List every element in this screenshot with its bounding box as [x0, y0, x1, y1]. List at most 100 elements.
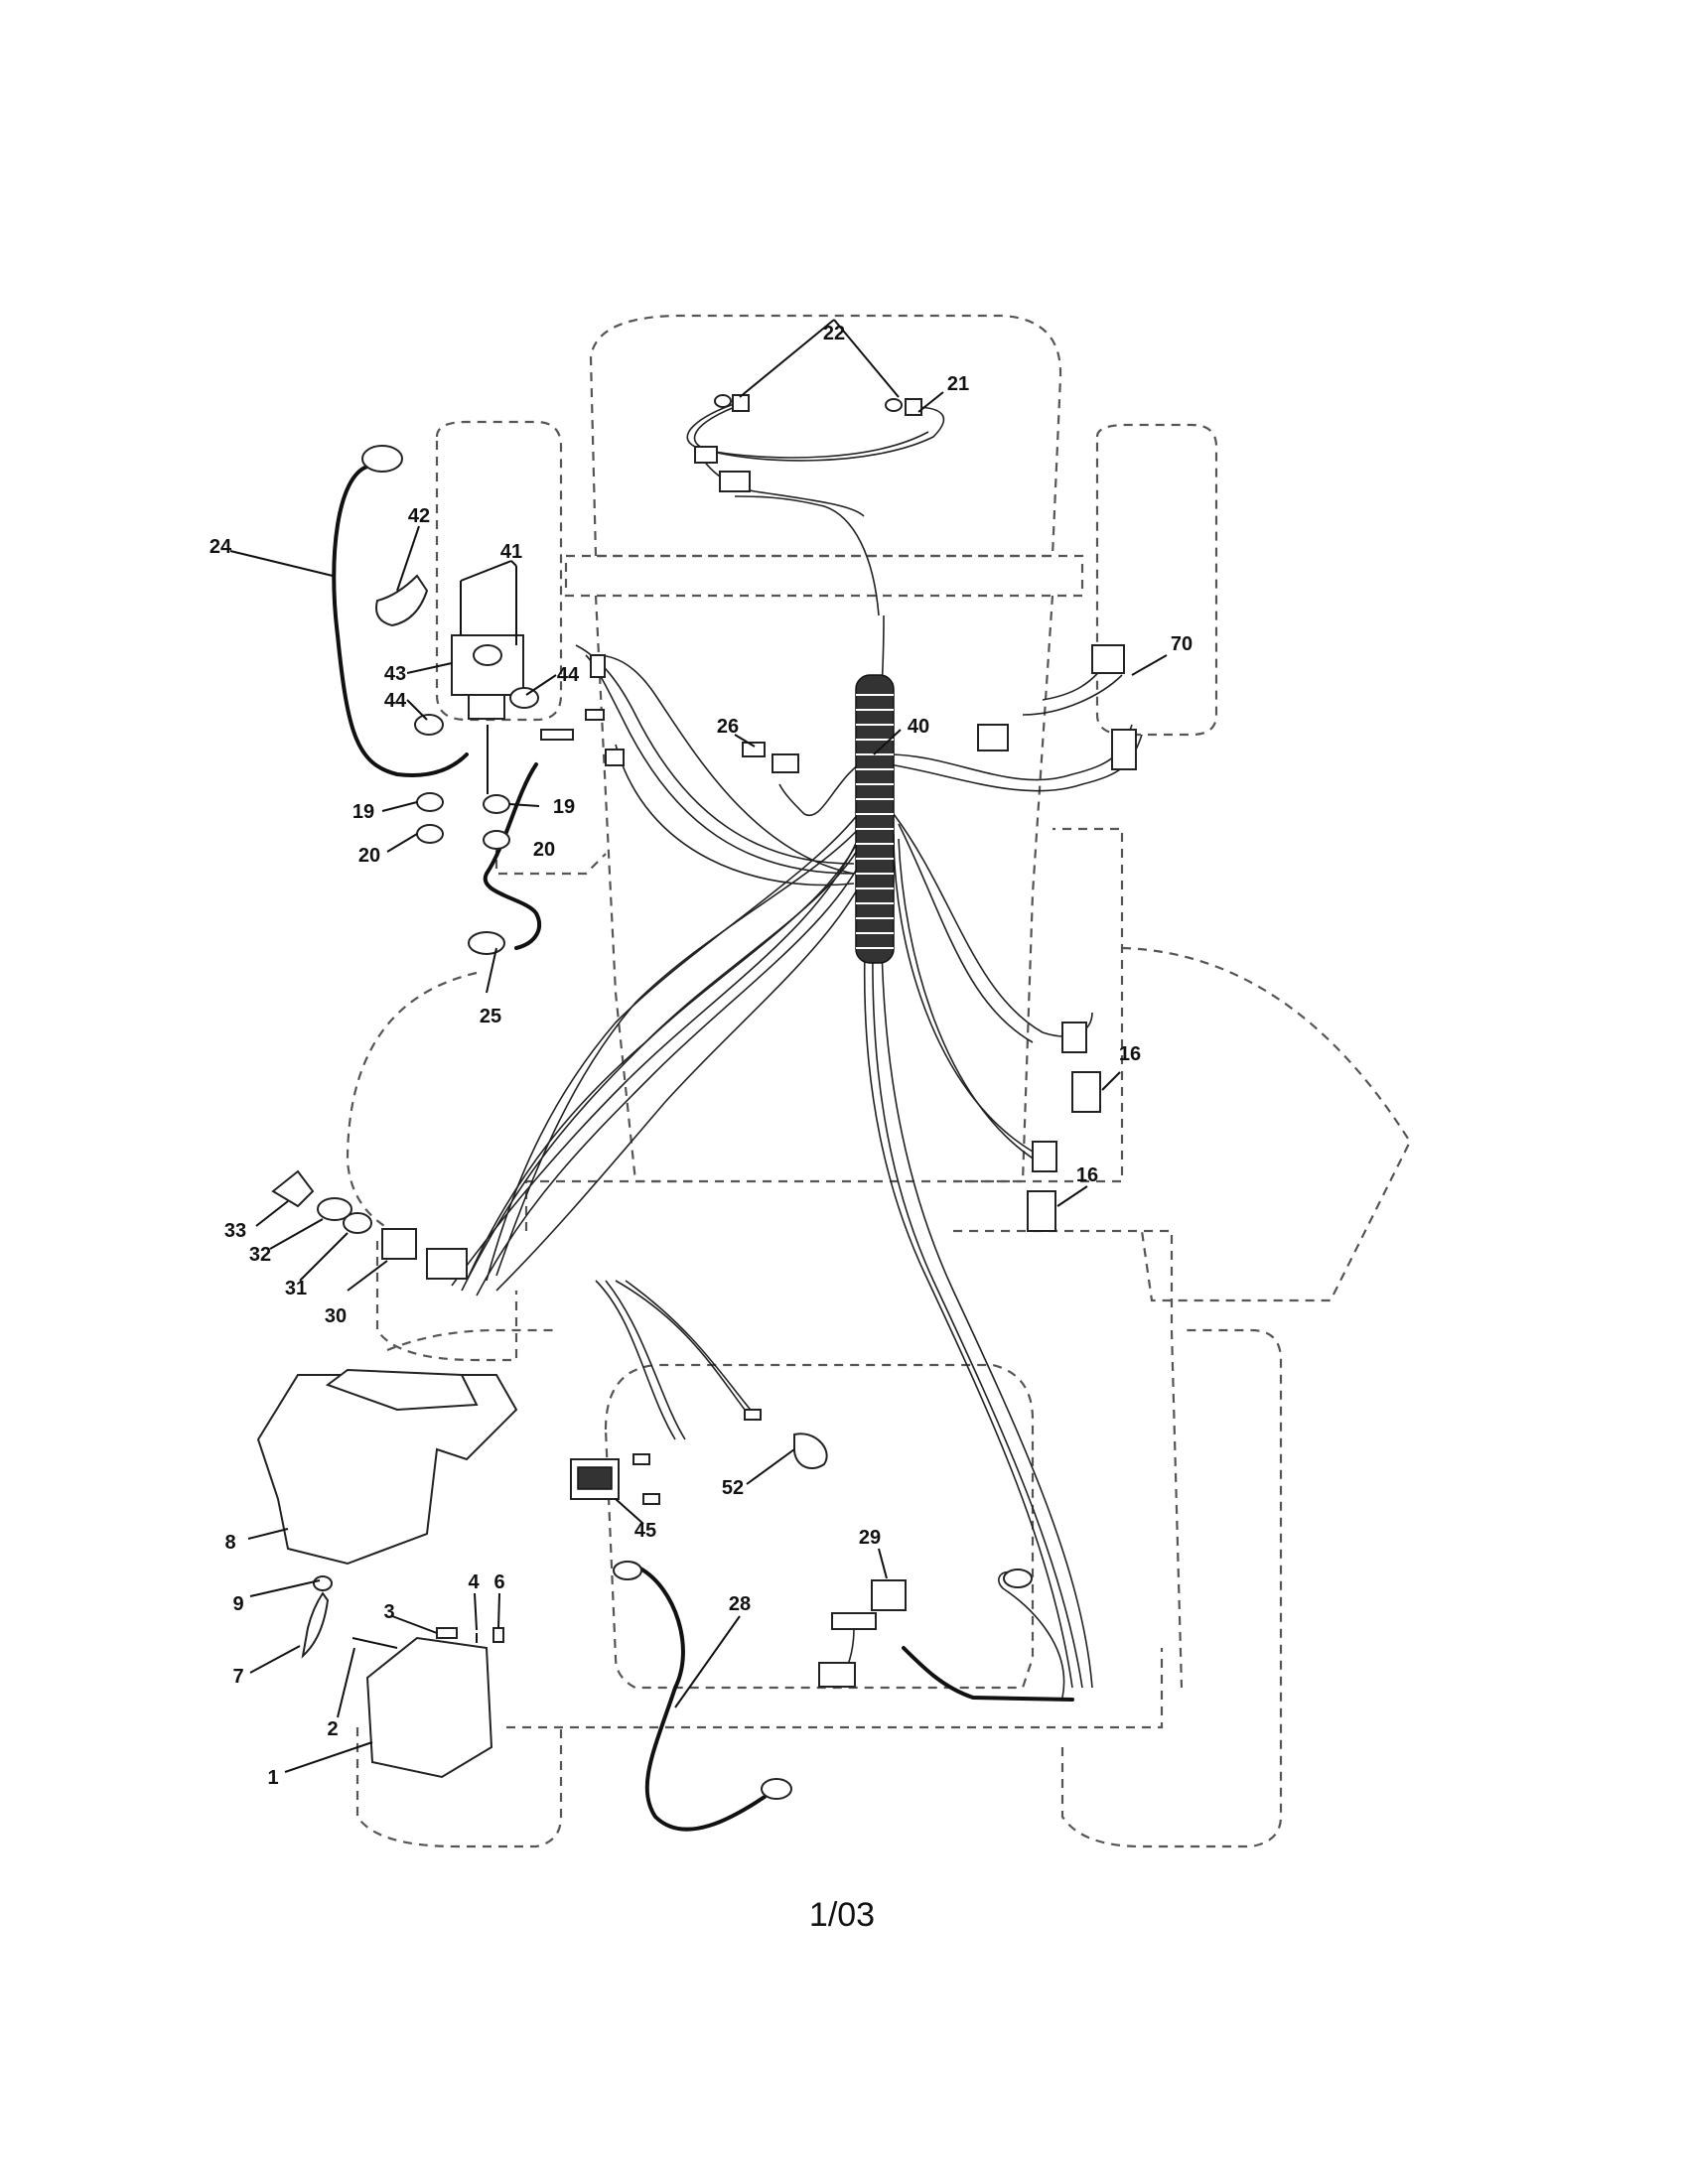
callout-2: 2	[327, 1718, 338, 1740]
callout-40: 40	[908, 716, 929, 738]
callout-8: 8	[224, 1532, 235, 1554]
callout-30: 30	[325, 1305, 347, 1327]
seat-ring-terminal	[1003, 1569, 1033, 1588]
cable-24	[332, 465, 469, 777]
left-fender-outline	[346, 971, 478, 1243]
callout-6: 6	[493, 1571, 504, 1593]
front-axle-outline	[494, 844, 607, 876]
callout-7: 7	[232, 1666, 243, 1688]
harness-plug-top	[694, 446, 718, 464]
ring-terminal-28-top	[613, 1561, 642, 1580]
connector-right-lower	[1111, 729, 1137, 770]
headlight-socket-right	[905, 398, 922, 416]
callout-16-upper: 16	[1119, 1043, 1141, 1065]
seat-switch-group	[818, 1569, 1074, 1702]
callout-21: 21	[947, 373, 969, 395]
battery-box-lid	[325, 1368, 479, 1412]
ground-cable-28	[638, 1567, 767, 1832]
conduit-40	[855, 674, 895, 964]
nut-31	[343, 1212, 372, 1234]
connector-26-plug	[742, 742, 766, 757]
ring-terminal-25	[468, 931, 505, 955]
cable-25	[483, 762, 542, 950]
callout-4: 4	[468, 1571, 480, 1593]
ring-terminal-28-bottom	[761, 1778, 792, 1800]
pto-connectors	[1027, 1022, 1101, 1232]
connector-16-harness-upper	[1061, 1022, 1087, 1053]
callout-45: 45	[634, 1520, 656, 1542]
connector-16-lower	[1027, 1190, 1056, 1232]
connector-16-upper	[1071, 1071, 1101, 1113]
mid-body-outline	[524, 827, 1124, 1231]
seat-switch-harness	[977, 644, 1137, 770]
seat-outline	[604, 1363, 1035, 1690]
washer-19-left	[416, 792, 444, 812]
ground-cable-group	[613, 1561, 792, 1832]
callout-labels: 22 21 24 42 4 1 43 44 44 19 19 20 20 25 2…	[210, 323, 1193, 1789]
terminal-spade	[605, 749, 625, 766]
callout-19-left: 19	[352, 801, 374, 823]
rear-left-fender-outline	[386, 1328, 556, 1352]
callout-44-right: 44	[557, 664, 580, 686]
callout-26: 26	[717, 716, 739, 738]
vent-tube-7	[301, 1591, 330, 1659]
terminal-c	[744, 1409, 762, 1421]
battery-1	[365, 1636, 493, 1779]
bulb-right	[885, 398, 903, 412]
terminal-b	[642, 1493, 660, 1505]
key-33	[271, 1169, 315, 1208]
connector-right-mid	[977, 724, 1009, 751]
nut-44-right	[509, 687, 539, 709]
headlight-harness	[686, 394, 945, 517]
terminal-a	[632, 1453, 650, 1465]
seat-switch-plug	[831, 1612, 877, 1630]
left-rear-wheel-outline	[355, 1727, 563, 1848]
callout-1: 1	[267, 1767, 278, 1789]
callout-52: 52	[722, 1477, 744, 1499]
seat-harness-connector	[818, 1662, 856, 1688]
callout-32: 32	[249, 1244, 271, 1266]
module-45-face	[577, 1466, 613, 1490]
callout-3: 3	[383, 1601, 394, 1623]
callout-25: 25	[480, 1006, 501, 1027]
callout-22: 22	[823, 323, 845, 344]
callout-20-left: 20	[358, 845, 380, 867]
callout-43: 43	[384, 663, 406, 685]
terminal-plug	[585, 709, 605, 721]
right-front-wheel-outline	[1095, 423, 1218, 737]
callout-33: 33	[224, 1220, 246, 1242]
ignition-switch-group	[271, 1169, 468, 1280]
callout-20-right: 20	[533, 839, 555, 861]
harness-connector-top	[719, 471, 751, 492]
clip-52	[793, 1433, 828, 1469]
connector-16-harness-lower	[1032, 1141, 1057, 1172]
connector-26-group	[742, 742, 799, 773]
solenoid-body	[468, 694, 505, 720]
rear-body-outline	[506, 1648, 1164, 1729]
callout-19-right: 19	[553, 796, 575, 818]
callout-44-left: 44	[384, 690, 407, 712]
callout-70: 70	[1171, 633, 1193, 655]
hood-outline	[589, 314, 1062, 558]
connector-26-socket	[772, 753, 799, 773]
boot-42	[375, 574, 429, 627]
callout-16-lower: 16	[1076, 1164, 1098, 1186]
ignition-switch-30	[381, 1228, 417, 1260]
battery-group	[256, 1368, 518, 1779]
bulb-left	[714, 394, 732, 408]
callout-24: 24	[210, 536, 232, 558]
bezel-32	[317, 1197, 352, 1221]
washer-19-right	[483, 794, 510, 814]
deck-outline	[1121, 946, 1412, 1302]
rear-right-body-outline	[953, 1229, 1184, 1689]
rear-fender-outline	[375, 1241, 518, 1362]
callout-42: 42	[408, 505, 430, 527]
coiled-cord	[902, 1646, 1074, 1702]
nut-20-left	[416, 824, 444, 844]
seat-module-group	[570, 1409, 828, 1505]
fuse-holder	[540, 729, 574, 741]
leader-lines	[229, 319, 1168, 1773]
terminal-3	[436, 1627, 458, 1639]
tractor-outline	[346, 314, 1412, 1848]
